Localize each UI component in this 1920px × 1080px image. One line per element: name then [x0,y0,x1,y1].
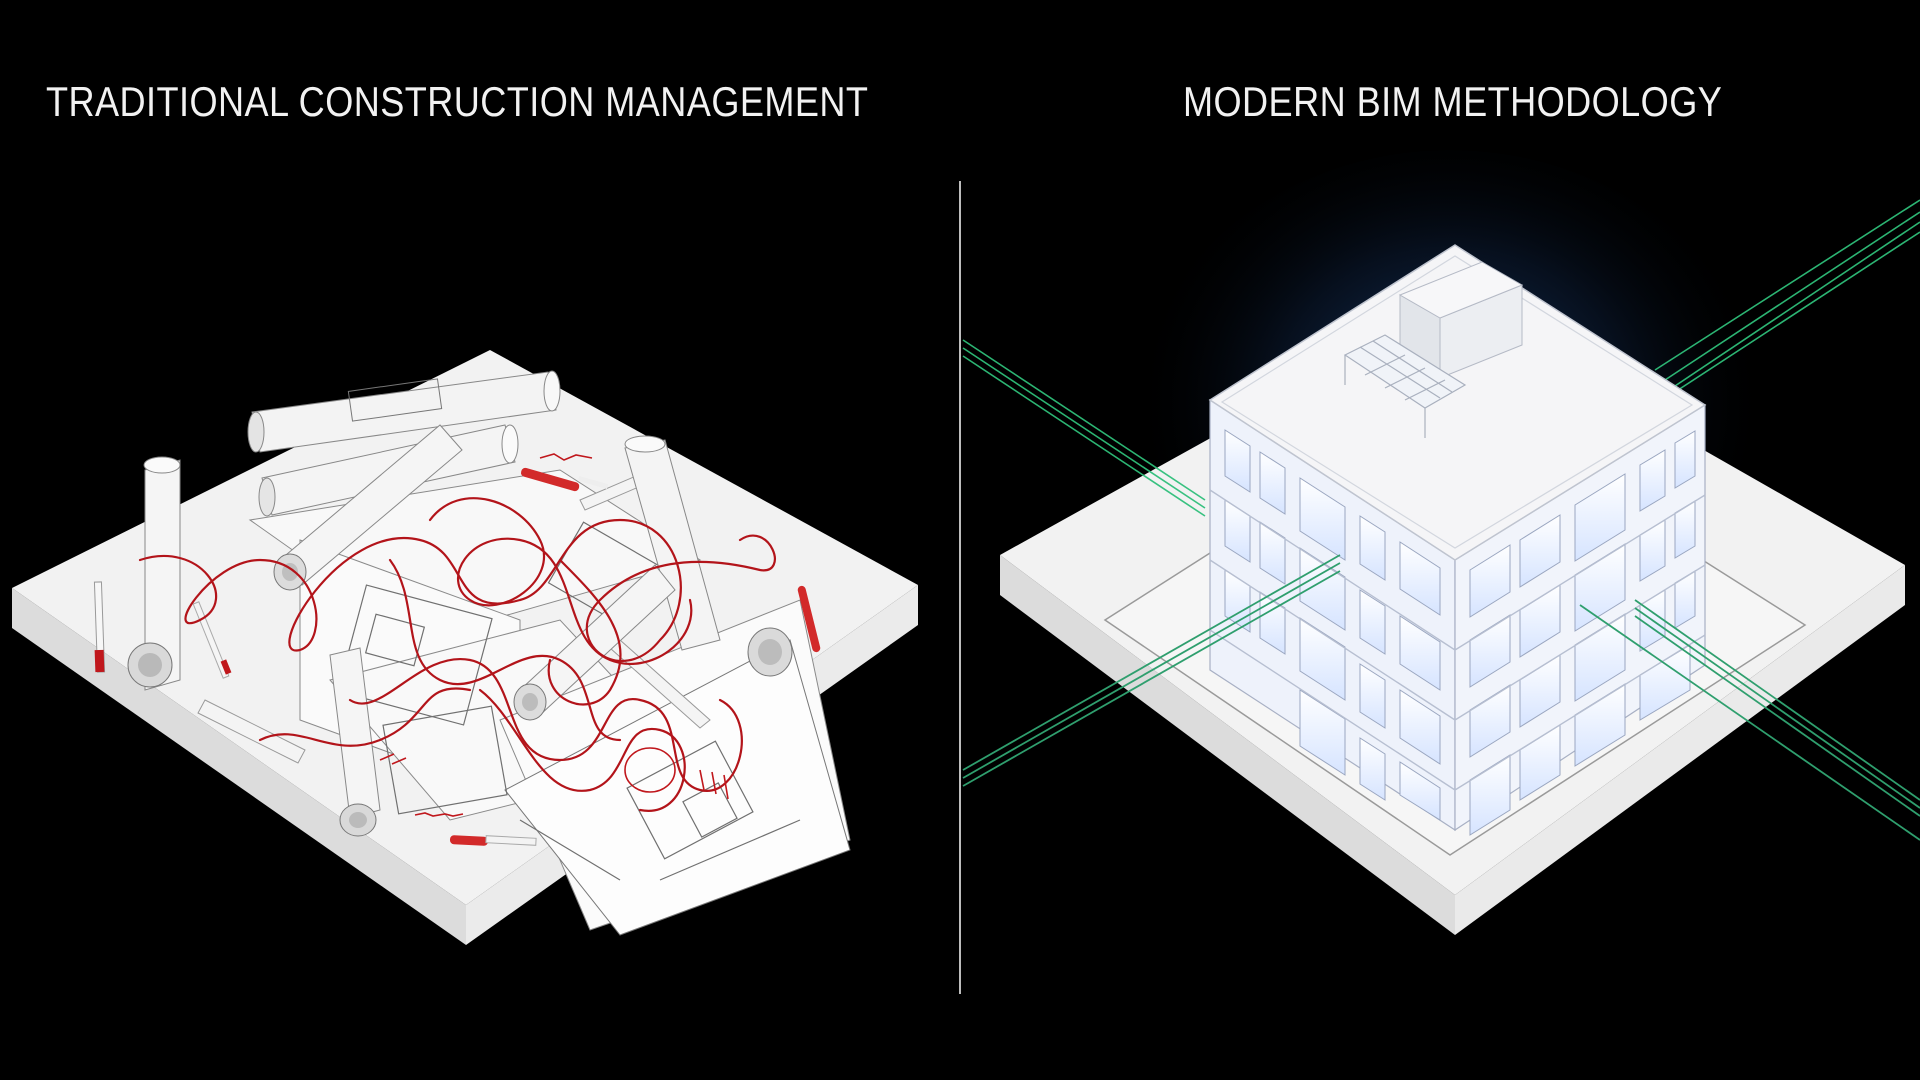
traditional-illustration [12,350,918,945]
red-pen-icon [797,585,821,653]
rooftop-box [1398,261,1524,379]
red-annotations [379,453,729,817]
panel-divider [959,181,961,994]
laser-lines-front [962,554,1920,841]
red-pen-icon [521,467,609,492]
red-pen-icon [449,835,537,846]
laser-lines-back [962,199,1920,517]
red-pen-icon [192,601,232,679]
red-pen-icon [93,581,106,673]
roof [1208,244,1707,561]
bim-illustration [962,150,1920,935]
rooftop-pergola [1343,334,1467,438]
red-pens [93,467,821,846]
rolled-blueprints [127,370,793,837]
right-panel-heading: MODERN BIM METHODOLOGY [1183,78,1723,125]
floor-bands [1209,489,1706,791]
rulers [197,469,711,764]
left-panel-heading: TRADITIONAL CONSTRUCTION MANAGEMENT [46,78,869,125]
windows-left-facade [1224,429,1441,821]
building-model [1208,244,1707,836]
red-string-tangle [138,497,776,812]
